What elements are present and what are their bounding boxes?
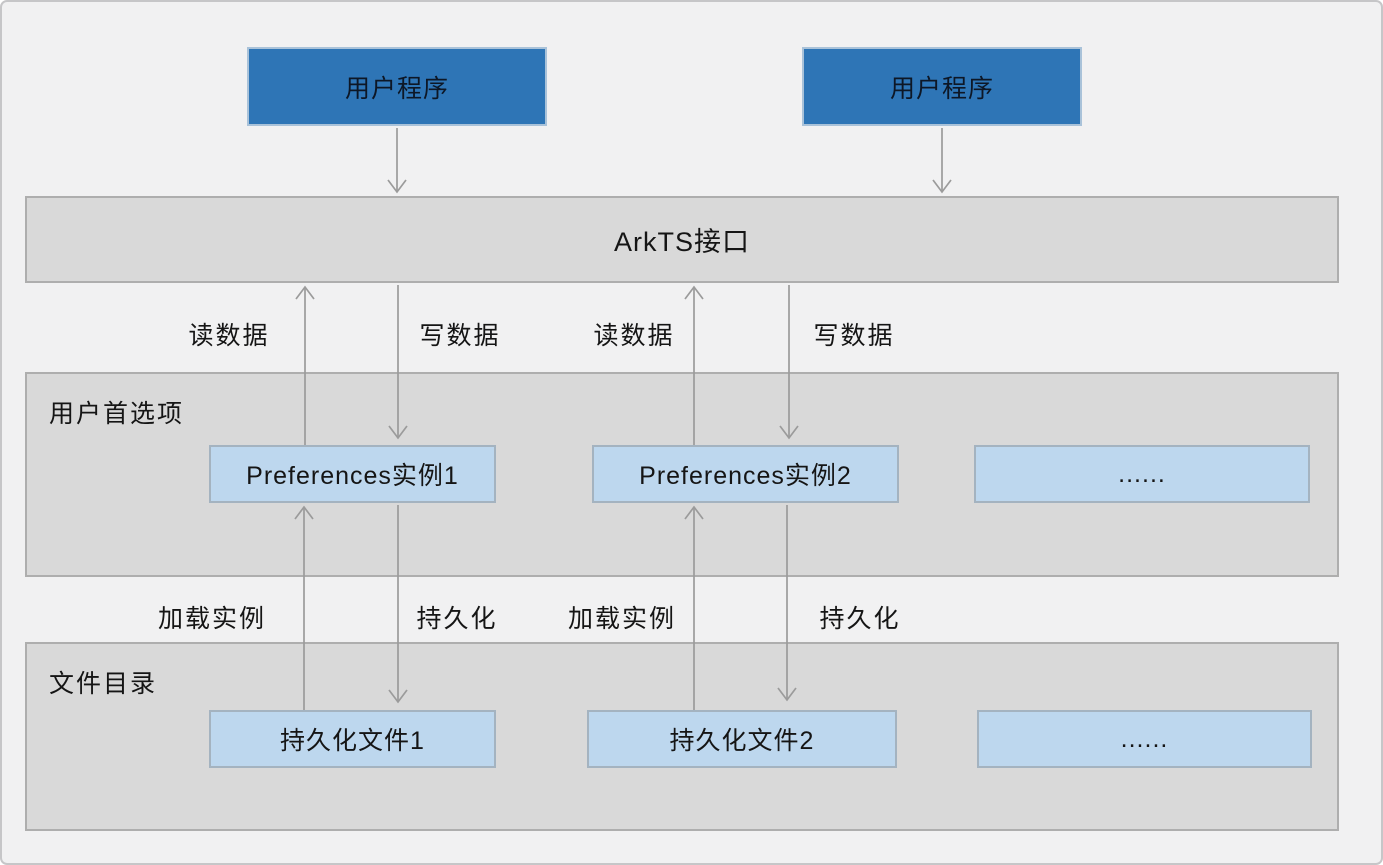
user-program-label-1: 用户程序: [344, 74, 449, 103]
write-data-label-2: 写数据: [813, 322, 895, 350]
load-instance-label-2: 加载实例: [567, 605, 677, 633]
persist-file-2-box: 持久化文件2: [587, 710, 897, 768]
files-section-title: 文件目录: [49, 670, 158, 698]
read-data-label-2: 读数据: [593, 322, 675, 350]
persist-file-1-label: 持久化文件1: [280, 727, 425, 755]
persist-label-2: 持久化: [819, 605, 901, 633]
user-program-label-2: 用户程序: [889, 74, 994, 103]
preferences-instance-1-label: Preferences实例1: [246, 462, 459, 490]
arkts-api-bar: ArkTS接口: [25, 196, 1339, 283]
preferences-instance-1-box: Preferences实例1: [209, 445, 496, 503]
persist-file-2-label: 持久化文件2: [669, 727, 815, 755]
preferences-ellipsis-box: ......: [974, 445, 1310, 503]
load-instance-label-1: 加载实例: [157, 605, 267, 633]
files-ellipsis-label: ......: [1120, 724, 1169, 753]
user-program-box-1: 用户程序: [247, 47, 547, 126]
arrow-user-to-api-1: [387, 128, 407, 194]
user-program-box-2: 用户程序: [802, 47, 1082, 126]
preferences-instance-2-label: Preferences实例2: [639, 462, 852, 490]
preferences-section-title: 用户首选项: [49, 400, 185, 428]
preferences-instance-2-box: Preferences实例2: [592, 445, 899, 503]
files-ellipsis-box: ......: [977, 710, 1312, 768]
read-data-label-1: 读数据: [188, 322, 270, 350]
arrow-user-to-api-2: [932, 128, 952, 194]
persist-label-1: 持久化: [416, 605, 498, 633]
arkts-api-label: ArkTS接口: [613, 227, 750, 257]
persist-file-1-box: 持久化文件1: [209, 710, 496, 768]
preferences-ellipsis-label: ......: [1118, 459, 1166, 488]
write-data-label-1: 写数据: [419, 322, 501, 350]
